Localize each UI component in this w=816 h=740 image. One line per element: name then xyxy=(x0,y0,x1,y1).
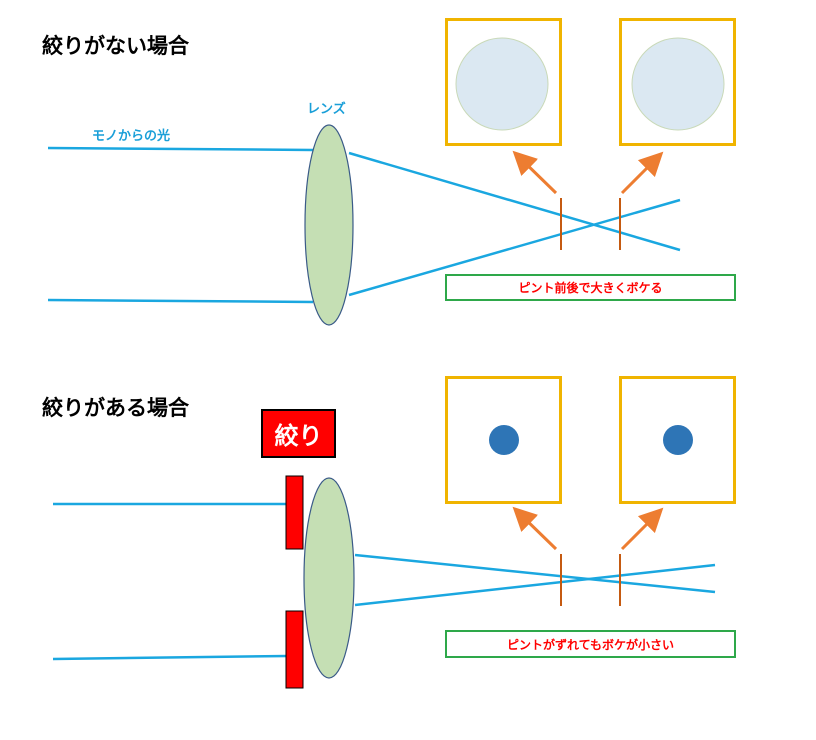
blur-circle-large-front xyxy=(455,37,549,131)
note-with-aperture: ピントがずれてもボケが小さい xyxy=(445,630,736,658)
note-no-aperture: ピント前後で大きくボケる xyxy=(445,274,736,301)
refracted-ray-down xyxy=(348,151,681,252)
incoming-ray-bottom-2 xyxy=(52,654,288,661)
refracted-ray-up xyxy=(348,198,681,297)
refracted-ray-down-2 xyxy=(354,553,716,594)
lens-with-aperture xyxy=(303,477,355,679)
lens-label: レンズ xyxy=(307,102,346,117)
lens-no-aperture xyxy=(304,124,354,326)
aperture-blade-top xyxy=(285,475,304,550)
arrow-to-back-box xyxy=(620,151,664,195)
blur-circle-small-front xyxy=(489,425,519,455)
arrow-to-front-box-2 xyxy=(512,506,558,551)
blur-circle-small-back xyxy=(663,425,693,455)
arrow-to-front-box xyxy=(512,150,558,195)
title-with-aperture: 絞りがある場合 xyxy=(42,396,189,420)
refracted-ray-up-2 xyxy=(354,563,716,607)
aperture-label: 絞り xyxy=(261,409,336,458)
incoming-ray-top xyxy=(47,146,314,152)
incoming-ray-bottom xyxy=(47,298,314,304)
title-no-aperture: 絞りがない場合 xyxy=(42,34,189,58)
ray-label: モノからの光 xyxy=(92,129,171,144)
aperture-blade-bottom xyxy=(285,610,304,689)
arrow-to-back-box-2 xyxy=(620,507,664,551)
blur-circle-large-back xyxy=(631,37,725,131)
